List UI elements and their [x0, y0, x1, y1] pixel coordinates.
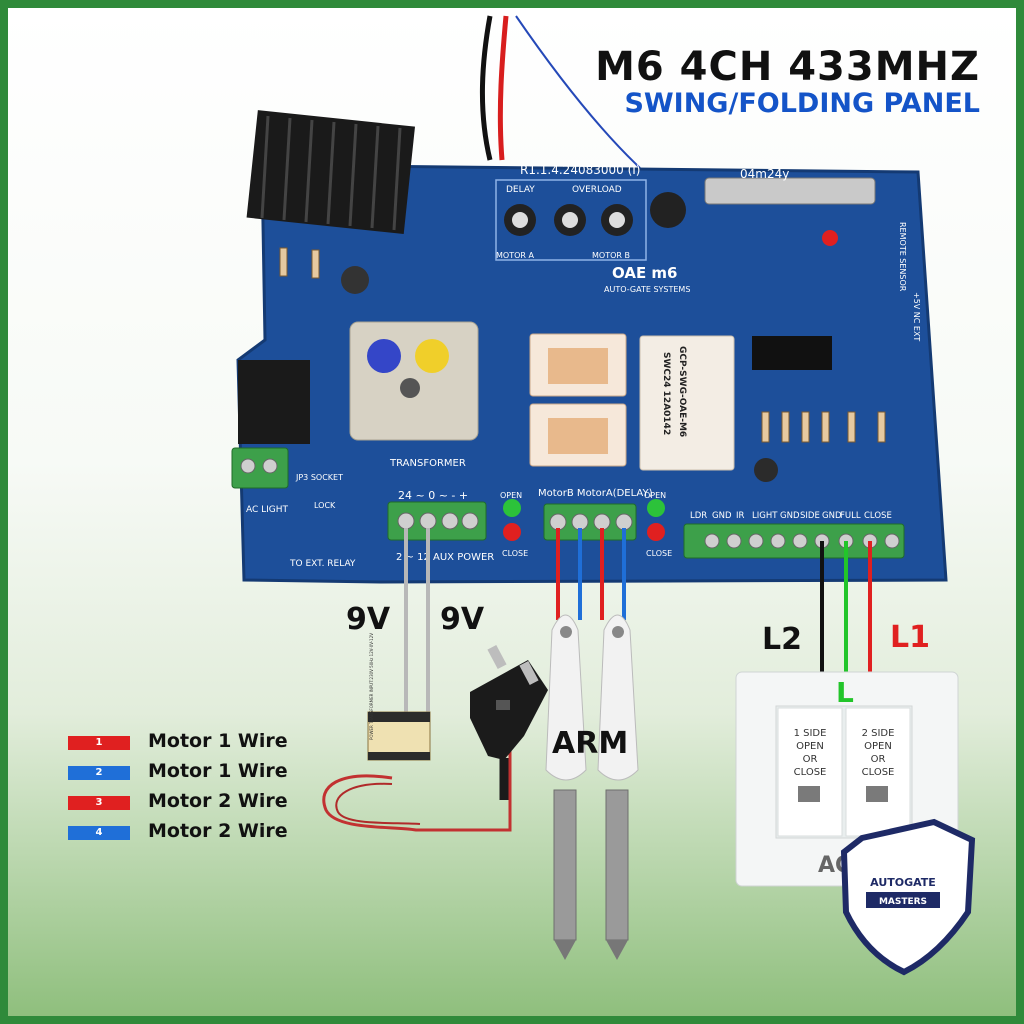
- voltage-label-right: 9V: [440, 602, 485, 637]
- actuator-arm-1: [545, 614, 587, 960]
- capacitor-mid: [341, 266, 369, 294]
- board-code: 04m24y: [740, 167, 789, 181]
- switch-right-line4: CLOSE: [862, 767, 895, 778]
- board-brand-sub: AUTO-GATE SYSTEMS: [604, 285, 690, 294]
- transformer-pins: 24 ~ 0 ~ - +: [398, 489, 468, 502]
- heatsink: [246, 110, 415, 235]
- legend-color-swatch: 4: [68, 826, 130, 840]
- page-title: M6 4CH 433MHZ: [595, 44, 980, 90]
- input-header-labels: LDR GND IR LIGHT GND SIDE GND FULL CLOSE: [690, 511, 892, 521]
- input-label-gnd-3: GND: [822, 511, 842, 521]
- relay-text: GCP-SWG-OAE-M6 SWC24 12A0142: [661, 346, 687, 437]
- relay-label-1: GCP-SWG-OAE-M6: [677, 346, 687, 437]
- transformer-wires: [404, 528, 430, 712]
- microcontroller-chip: [752, 336, 832, 370]
- transformer-sticker: POWER TRANSFORMER INPUT:230V 50Hz 12V-0V…: [369, 633, 374, 740]
- antenna-wire-blue: [515, 15, 641, 169]
- power-transformer: [349, 321, 479, 441]
- board-brand: OAE m6: [612, 264, 678, 282]
- l1-label: L1: [890, 620, 930, 655]
- motor-led-red: [647, 523, 665, 541]
- open-label-right: OPEN: [644, 491, 666, 500]
- terminal-motor: [543, 503, 637, 541]
- motor-header: MotorB MotorA(DELAY): [538, 488, 653, 499]
- small-transformer: POWER TRANSFORMER INPUT:230V 50Hz 12V-0V…: [367, 633, 431, 761]
- capacitor-small: [754, 458, 778, 482]
- ac-light-label: AC LIGHT: [246, 505, 289, 515]
- input-label-gnd-1: GND: [712, 511, 732, 521]
- antenna-wire-red: [497, 15, 509, 161]
- switch-left-line4: CLOSE: [794, 767, 827, 778]
- resistor-row: [279, 247, 886, 443]
- legend-label: Motor 1 Wire: [148, 760, 288, 782]
- antenna-wire-black: [479, 15, 493, 161]
- logo-line2: MASTERS: [879, 897, 927, 907]
- trim-label-motor-b: MOTOR B: [592, 251, 630, 260]
- radio-module: [704, 177, 876, 205]
- l-label: L: [836, 676, 854, 709]
- aux-power-label: 2 ~ 12 AUX POWER: [396, 552, 494, 563]
- legend-label: Motor 1 Wire: [148, 730, 288, 752]
- l2-label: L2: [762, 622, 802, 657]
- motor-relays: [529, 333, 735, 471]
- transformer-mains-wire: [322, 690, 512, 832]
- trim-label-delay: DELAY: [506, 185, 535, 195]
- switch-left-line2: OPEN: [796, 741, 824, 752]
- switch-right-line1: 2 SIDE: [862, 728, 895, 739]
- voltage-label-left: 9V: [346, 602, 391, 637]
- to-relay-label: TO EXT. RELAY: [289, 559, 356, 569]
- switch-wires: [820, 541, 872, 680]
- transformer-mains-wire-2: [335, 782, 421, 825]
- close-label-left: CLOSE: [502, 549, 528, 558]
- terminal-ac-light: [231, 447, 289, 489]
- transformer-led-green: [503, 499, 521, 517]
- brand-logo: AUTOGATE MASTERS: [840, 818, 976, 976]
- control-board: R1.1.4.24083000 (I) 04m24y OAE m6 AUTO-G…: [231, 110, 948, 584]
- input-label-ldr: LDR: [690, 511, 707, 521]
- logo-line1: AUTOGATE: [870, 876, 936, 889]
- terminal-screws: [240, 458, 900, 549]
- legend-color-swatch: 2: [68, 766, 130, 780]
- switch-left-line3: OR: [803, 754, 818, 765]
- lock-label: LOCK: [314, 501, 336, 510]
- motor-led-green: [647, 499, 665, 517]
- input-label-close: CLOSE: [864, 511, 892, 521]
- actuator-arm-2: [597, 614, 639, 960]
- input-label-light: LIGHT: [752, 511, 778, 521]
- legend-color-swatch: 1: [68, 736, 130, 750]
- trim-label-motor-a: MOTOR A: [496, 251, 534, 260]
- switch-right-line3: OR: [871, 754, 886, 765]
- input-label-full: FULL: [840, 511, 861, 521]
- legend-label: Motor 2 Wire: [148, 790, 288, 812]
- mains-plug: [470, 644, 548, 800]
- arm-label: ARM: [552, 726, 629, 761]
- remote-label: REMOTE SENSOR: [898, 222, 907, 292]
- legend-label: Motor 2 Wire: [148, 820, 288, 842]
- transformer-led-red: [503, 523, 521, 541]
- input-label-side: SIDE: [800, 511, 820, 521]
- trimmer-pots: [495, 179, 647, 261]
- input-label-ir: IR: [736, 511, 745, 521]
- transformer-label: TRANSFORMER: [389, 458, 466, 469]
- socket-label: JP3 SOCKET: [295, 473, 343, 482]
- side-label: +5V NC EXT: [912, 292, 921, 341]
- page-subtitle: SWING/FOLDING PANEL: [624, 88, 980, 119]
- close-label-right: CLOSE: [646, 549, 672, 558]
- relay-label-2: SWC24 12A0142: [661, 352, 671, 435]
- status-led-red: [822, 230, 838, 246]
- switch-right-line2: OPEN: [864, 741, 892, 752]
- legend-color-swatch: 3: [68, 796, 130, 810]
- board-revision: R1.1.4.24083000 (I): [520, 163, 640, 177]
- capacitor-large: [650, 192, 686, 228]
- motor-wires: [556, 528, 626, 620]
- open-label-left: OPEN: [500, 491, 522, 500]
- input-label-gnd-2: GND: [780, 511, 800, 521]
- switch-left-line1: 1 SIDE: [794, 728, 827, 739]
- light-relay: [238, 360, 310, 444]
- trim-label-overload: OVERLOAD: [572, 185, 622, 195]
- terminal-transformer: [387, 501, 487, 541]
